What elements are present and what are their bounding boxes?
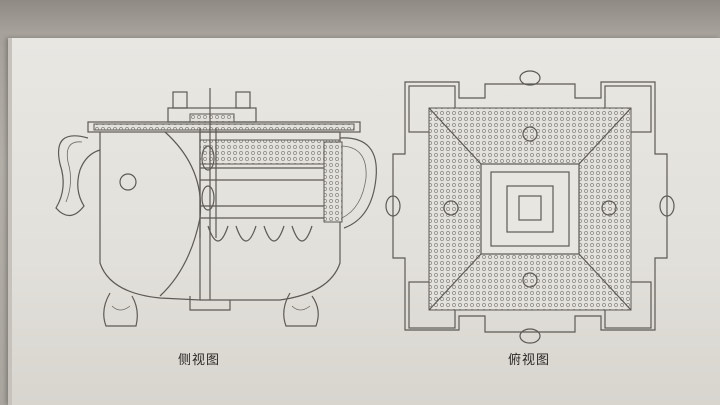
panel-edge — [8, 38, 12, 405]
top-view-drawing — [385, 68, 675, 348]
side-view-drawing — [40, 78, 390, 343]
top-view-caption: 俯视图 — [508, 353, 551, 368]
side-view-caption: 侧视图 — [178, 353, 221, 368]
